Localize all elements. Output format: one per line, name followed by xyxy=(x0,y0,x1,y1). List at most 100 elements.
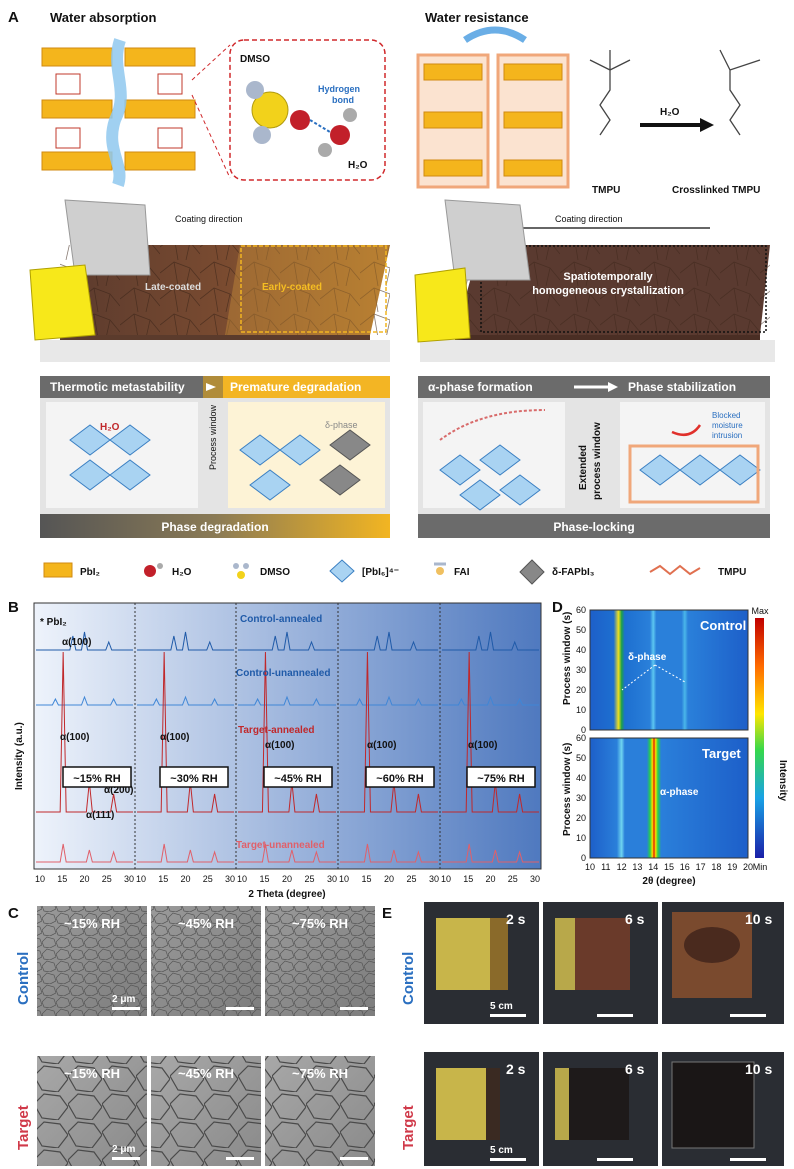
mechanism-right: α-phase formation Phase stabilization Ex… xyxy=(418,376,770,538)
panel-d-ylabel-target: Process window (s) xyxy=(562,743,573,836)
heat-x-tick: 14 xyxy=(648,862,658,872)
heat-x-tick: 20 xyxy=(743,862,753,872)
heat-x-tick: 10 xyxy=(585,862,595,872)
legend-dmso: DMSO xyxy=(260,567,290,578)
xrd-tick-label: 30 xyxy=(124,874,134,884)
panel-a: A Water absorption Water resistance DMSO xyxy=(8,9,775,585)
rh-75: ~75% RH xyxy=(477,773,524,785)
xrd-tick-label: 10 xyxy=(35,874,45,884)
pbi2-lattice-left xyxy=(40,38,200,187)
xrd-tick-label: 10 xyxy=(339,874,349,884)
xrd-tick-label: 10 xyxy=(136,874,146,884)
panel-c: C ~15% RH ~45% RH ~75% RH ~15% RH ~45% R… xyxy=(8,905,375,1166)
xrd-trace xyxy=(36,695,539,706)
alpha100-target-3: α(100) xyxy=(265,740,295,751)
alpha100-target-4: α(100) xyxy=(367,740,397,751)
xrd-tick-label: 30 xyxy=(530,874,540,884)
tmpu-molecule xyxy=(589,49,761,136)
hbond-label-2: bond xyxy=(332,95,354,105)
sem-target-row xyxy=(37,1056,375,1166)
blocked-label-3: intrusion xyxy=(712,431,742,440)
sem-t-rh45: ~45% RH xyxy=(178,1066,234,1081)
alpha-phase-heat: α-phase xyxy=(660,787,699,798)
sem-t-scale: 2 μm xyxy=(112,1144,135,1155)
colorbar xyxy=(755,618,764,858)
xrd-tick-label: 25 xyxy=(406,874,416,884)
photo-t-scale: 5 cm xyxy=(490,1145,513,1156)
panel-b: B * PbI₂ α(100) Control-annealed Control… xyxy=(8,599,542,900)
tmpu-label: TMPU xyxy=(592,185,620,196)
alpha100-control: α(100) xyxy=(62,637,92,648)
target-annealed-label: Target-annealed xyxy=(238,725,315,736)
cbar-max: Max xyxy=(751,606,769,616)
panel-e: E 2 s 6 s 10 s 2 s 6 s 10 s Control Targ… xyxy=(382,902,784,1166)
xrd-tick-label: 25 xyxy=(203,874,213,884)
time-c-10s: 10 s xyxy=(745,911,772,927)
panel-b-ylabel: Intensity (a.u.) xyxy=(14,722,25,790)
photo-target-label: Target xyxy=(400,1105,417,1150)
alpha100-target-1: α(100) xyxy=(60,732,90,743)
mechanism-left: Thermotic metastability Premature degrad… xyxy=(40,376,390,538)
phase-locking-bar: Phase-locking xyxy=(553,520,634,534)
sem-t-rh75: ~75% RH xyxy=(292,1066,348,1081)
box-premature: Premature degradation xyxy=(230,380,361,394)
extended-label-2: process window xyxy=(592,422,603,500)
time-t-10s: 10 s xyxy=(745,1061,772,1077)
cbar-label: Intensity xyxy=(777,760,788,802)
xrd-tick-label: 20 xyxy=(180,874,190,884)
delta-phase-heat: δ-phase xyxy=(628,652,667,663)
heat-y-tick: 0 xyxy=(581,853,586,863)
rh-15: ~15% RH xyxy=(73,773,120,785)
heatmap-control-title: Control xyxy=(700,618,746,633)
xrd-tick-label: 30 xyxy=(327,874,337,884)
heat-y-tick: 50 xyxy=(576,753,586,763)
time-c-2s: 2 s xyxy=(506,911,526,927)
photo-c-scale: 5 cm xyxy=(490,1001,513,1012)
xrd-tick-label: 30 xyxy=(429,874,439,884)
xrd-plot-area xyxy=(33,602,542,870)
heat-x-tick: 13 xyxy=(632,862,642,872)
blocked-label-1: Blocked xyxy=(712,411,740,420)
heatmap-target xyxy=(589,737,749,859)
late-coated-label: Late-coated xyxy=(145,282,201,293)
dmso-zoom-box xyxy=(229,39,386,181)
process-window-label: Process window xyxy=(208,404,218,470)
xrd-tick-label: 15 xyxy=(57,874,67,884)
box-h2o: H₂O xyxy=(100,422,120,433)
control-unannealed-label: Control-unannealed xyxy=(236,668,330,679)
legend: PbI₂ H₂O DMSO [PbI₆]⁴⁻ FAI δ-FAPbI₃ TMPU xyxy=(43,559,746,585)
coating-right: Coating direction Spatiotemporally homog… xyxy=(414,199,775,362)
coating-direction-left: Coating direction xyxy=(175,214,243,224)
xrd-tick-label: 15 xyxy=(463,874,473,884)
heat-y-tick: 20 xyxy=(576,685,586,695)
rh-60: ~60% RH xyxy=(376,773,423,785)
box-thermotic: Thermotic metastability xyxy=(50,380,185,394)
heat-y-tick: 50 xyxy=(576,625,586,635)
sem-c-rh45: ~45% RH xyxy=(178,916,234,931)
spatio-label-2: homogeneous crystallization xyxy=(532,285,684,297)
photo-control-row xyxy=(424,902,784,1024)
xrd-tick-label: 15 xyxy=(158,874,168,884)
alpha100-target-5: α(100) xyxy=(468,740,498,751)
heat-x-tick: 15 xyxy=(664,862,674,872)
xrd-trace xyxy=(36,631,539,651)
water-resistance-title: Water resistance xyxy=(425,10,529,25)
xrd-tick-label: 20 xyxy=(79,874,89,884)
legend-pbi2: PbI₂ xyxy=(80,567,100,578)
time-t-2s: 2 s xyxy=(506,1061,526,1077)
legend-tmpu: TMPU xyxy=(718,567,746,578)
target-unannealed-label: Target-unannealed xyxy=(236,840,325,851)
heat-y-tick: 10 xyxy=(576,705,586,715)
heat-y-tick: 60 xyxy=(576,733,586,743)
sem-t-rh15: ~15% RH xyxy=(64,1066,120,1081)
sulfur-atom xyxy=(251,91,289,129)
crosslinked-tmpu-label: Crosslinked TMPU xyxy=(672,185,760,196)
xrd-tick-label: 20 xyxy=(282,874,292,884)
water-flow xyxy=(106,38,127,187)
heat-y-tick: 0 xyxy=(581,725,586,735)
hbond-label-1: Hydrogen xyxy=(318,84,360,94)
sem-c-scale: 2 μm xyxy=(112,994,135,1005)
coating-direction-right: Coating direction xyxy=(555,214,623,224)
dmso-label: DMSO xyxy=(240,54,270,65)
